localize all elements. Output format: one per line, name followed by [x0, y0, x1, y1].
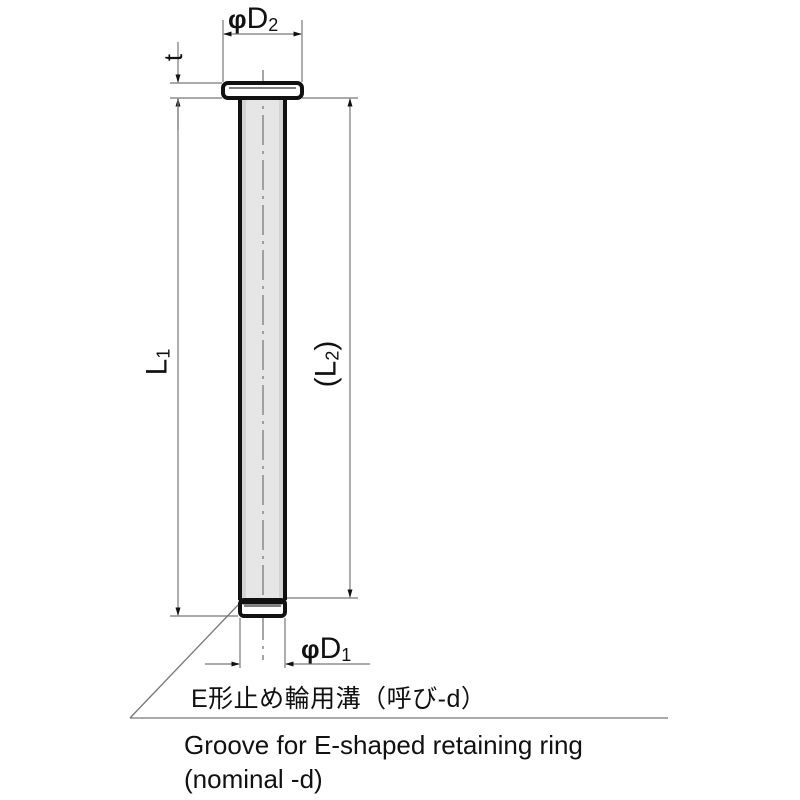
callout-english-line2: (nominal -d) — [184, 764, 323, 794]
label-d1: φD1 — [301, 632, 352, 665]
e-ring-groove — [238, 597, 287, 618]
callout-english-line1: Groove for E-shaped retaining ring — [184, 730, 583, 760]
pin-shaft — [238, 70, 287, 660]
dim-l1 — [170, 100, 238, 617]
dim-d1 — [205, 618, 370, 668]
label-t: t — [158, 53, 189, 62]
dim-d2 — [222, 20, 303, 82]
label-l2: (L2) — [309, 340, 343, 388]
pin-head — [221, 81, 304, 100]
label-d2: φD2 — [228, 2, 279, 35]
callout-japanese: E形止め輪用溝（呼び-d） — [191, 685, 487, 713]
label-l1: L1 — [140, 348, 174, 376]
groove-leader — [129, 604, 668, 719]
dim-l2 — [287, 97, 358, 599]
